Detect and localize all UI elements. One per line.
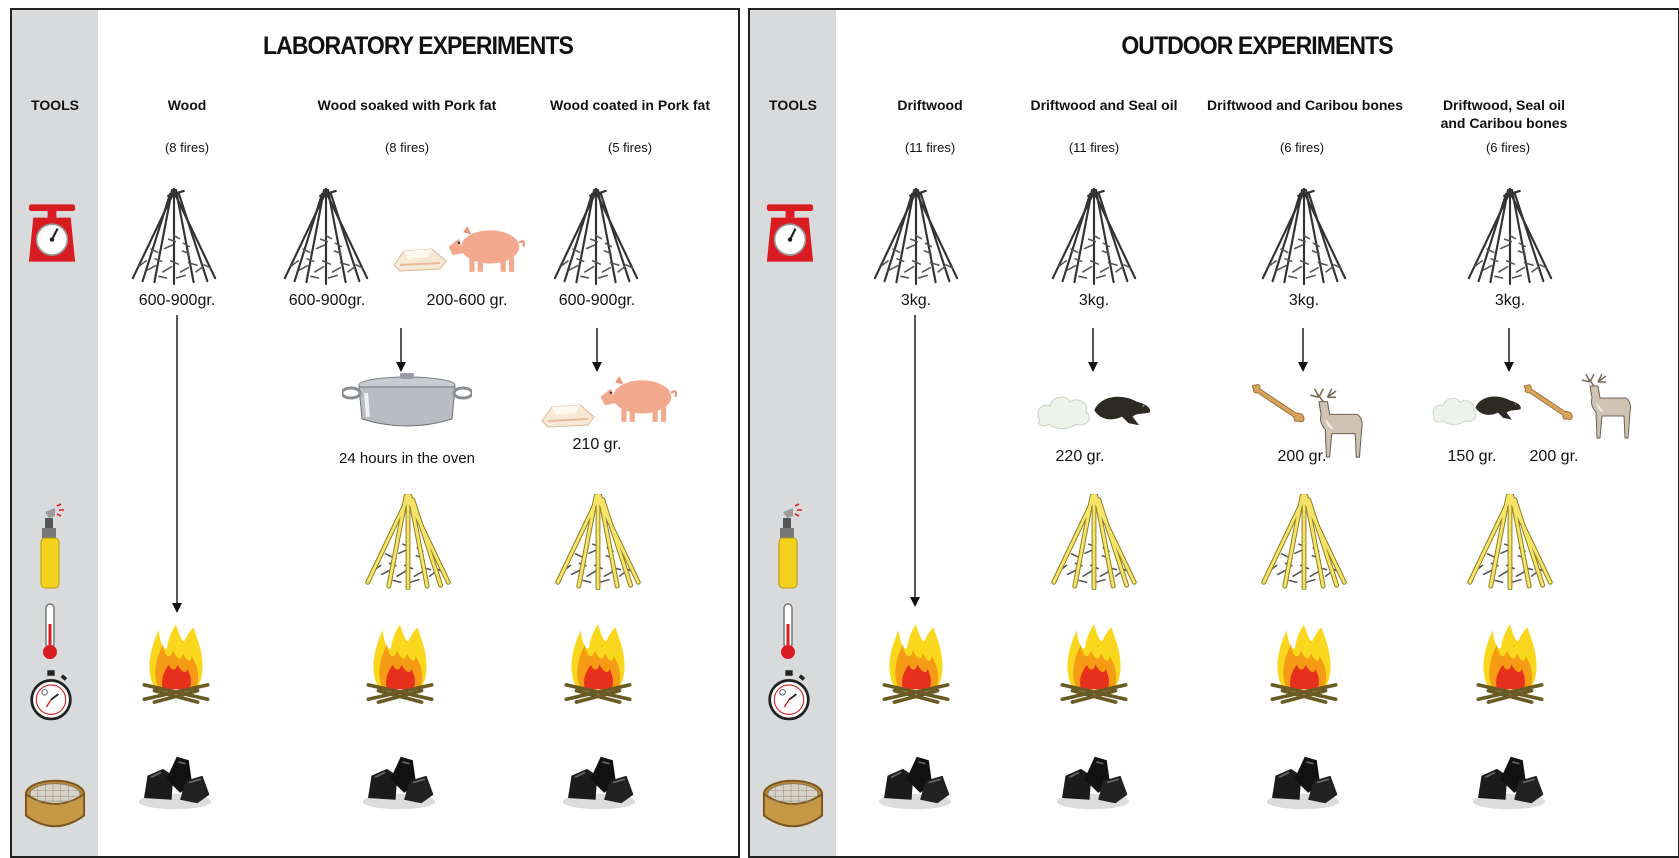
lard-icon bbox=[538, 398, 598, 430]
lab-tools-label: TOOLS bbox=[31, 97, 79, 113]
outdoor-col2-wood-weight: 3kg. bbox=[1078, 292, 1110, 309]
lab-col1-count: (8 fires) bbox=[164, 140, 210, 155]
bone-icon bbox=[1520, 382, 1576, 422]
fire-icon bbox=[1058, 608, 1130, 720]
fat-woodpile-icon bbox=[1044, 494, 1144, 590]
woodpile-icon bbox=[866, 188, 966, 286]
outdoor-tools-label: TOOLS bbox=[769, 97, 817, 113]
scale-icon bbox=[24, 200, 80, 266]
lab-panel: LABORATORY EXPERIMENTS TOOLS Wood Wood s… bbox=[10, 8, 740, 858]
scale-icon bbox=[762, 200, 818, 266]
outdoor-col4-seal-addition: 150 gr. bbox=[1447, 448, 1497, 465]
pot-icon bbox=[342, 370, 472, 432]
arrow-down-icon bbox=[172, 315, 182, 613]
outdoor-col1-header: Driftwood bbox=[897, 97, 963, 113]
lab-col2-wood-weight: 600-900gr. bbox=[288, 292, 366, 309]
outdoor-col4-header-line1: Driftwood, Seal oil bbox=[1442, 97, 1566, 113]
charcoal-icon bbox=[1466, 748, 1552, 812]
woodpile-icon bbox=[276, 188, 376, 286]
lab-col1-header: Wood bbox=[167, 97, 207, 113]
lard-icon bbox=[390, 242, 450, 274]
lab-col2-step: 24 hours in the oven bbox=[339, 450, 475, 467]
seal-oil-icon bbox=[1034, 390, 1094, 430]
lab-col1-wood-weight: 600-900gr. bbox=[138, 292, 216, 309]
pig-icon bbox=[444, 224, 528, 276]
woodpile-icon bbox=[546, 188, 646, 286]
outdoor-title: OUTDOOR EXPERIMENTS bbox=[1121, 32, 1393, 60]
arrow-down-icon bbox=[910, 315, 920, 607]
outdoor-col4-bone-addition: 200 gr. bbox=[1529, 448, 1579, 465]
arrow-down-icon bbox=[396, 328, 406, 372]
bone-icon bbox=[1248, 382, 1308, 424]
charcoal-icon bbox=[132, 748, 218, 812]
lab-col3-wood-weight: 600-900gr. bbox=[558, 292, 636, 309]
lab-col2-header: Wood soaked with Pork fat bbox=[317, 97, 497, 113]
arrow-down-icon bbox=[1088, 328, 1098, 372]
outdoor-col2-header: Driftwood and Seal oil bbox=[1030, 97, 1178, 113]
pig-icon bbox=[596, 374, 680, 426]
arrow-down-icon bbox=[592, 328, 602, 372]
woodpile-icon bbox=[1254, 188, 1354, 286]
charcoal-icon bbox=[1260, 748, 1346, 812]
seal-icon bbox=[1090, 384, 1154, 428]
seal-icon bbox=[1472, 386, 1524, 422]
stopwatch-icon bbox=[766, 670, 812, 722]
outdoor-col3-header: Driftwood and Caribou bones bbox=[1207, 97, 1403, 113]
arrow-down-icon bbox=[1298, 328, 1308, 372]
lab-title: LABORATORY EXPERIMENTS bbox=[263, 32, 574, 60]
thermometer-icon bbox=[40, 602, 60, 662]
charcoal-icon bbox=[556, 748, 642, 812]
outdoor-col4-header: Driftwood, Seal oil and Caribou bones bbox=[1414, 96, 1594, 132]
woodpile-icon bbox=[1460, 188, 1560, 286]
lab-col2-count: (8 fires) bbox=[384, 140, 430, 155]
outdoor-col4-count: (6 fires) bbox=[1485, 140, 1531, 155]
fire-icon bbox=[140, 608, 212, 720]
sieve-icon bbox=[762, 772, 824, 832]
woodpile-icon bbox=[124, 188, 224, 286]
outdoor-col3-addition: 200 gr. bbox=[1277, 448, 1327, 465]
fire-icon bbox=[1268, 608, 1340, 720]
fat-woodpile-icon bbox=[1460, 494, 1560, 590]
torch-icon bbox=[774, 502, 806, 592]
fire-icon bbox=[562, 608, 634, 720]
lab-tool-strip bbox=[12, 10, 98, 856]
outdoor-col2-count: (11 fires) bbox=[1068, 140, 1120, 155]
lab-col3-fat-weight: 210 gr. bbox=[572, 436, 622, 453]
caribou-icon bbox=[1576, 370, 1636, 444]
lab-col2-fat-weight: 200-600 gr. bbox=[426, 292, 508, 309]
outdoor-col4-wood-weight: 3kg. bbox=[1494, 292, 1526, 309]
fire-icon bbox=[880, 608, 952, 720]
fat-woodpile-icon bbox=[1254, 494, 1354, 590]
outdoor-col3-wood-weight: 3kg. bbox=[1288, 292, 1320, 309]
thermometer-icon bbox=[778, 602, 798, 662]
outdoor-col3-count: (6 fires) bbox=[1279, 140, 1325, 155]
torch-icon bbox=[36, 502, 68, 592]
charcoal-icon bbox=[1050, 748, 1136, 812]
fire-icon bbox=[1474, 608, 1546, 720]
woodpile-icon bbox=[1044, 188, 1144, 286]
stopwatch-icon bbox=[28, 670, 74, 722]
fire-icon bbox=[364, 608, 436, 720]
lab-col3-header: Wood coated in Pork fat bbox=[550, 97, 710, 113]
charcoal-icon bbox=[872, 748, 958, 812]
charcoal-icon bbox=[356, 748, 442, 812]
fat-woodpile-icon bbox=[358, 494, 458, 590]
outdoor-tool-strip bbox=[750, 10, 836, 856]
outdoor-col2-addition: 220 gr. bbox=[1055, 448, 1105, 465]
sieve-icon bbox=[24, 772, 86, 832]
outdoor-panel: OUTDOOR EXPERIMENTS TOOLS Driftwood Drif… bbox=[748, 8, 1679, 858]
arrow-down-icon bbox=[1504, 328, 1514, 372]
outdoor-col1-wood-weight: 3kg. bbox=[900, 292, 932, 309]
fat-woodpile-icon bbox=[548, 494, 648, 590]
lab-col3-count: (5 fires) bbox=[607, 140, 653, 155]
outdoor-col4-header-line2: and Caribou bones bbox=[1440, 115, 1568, 131]
outdoor-col1-count: (11 fires) bbox=[904, 140, 956, 155]
